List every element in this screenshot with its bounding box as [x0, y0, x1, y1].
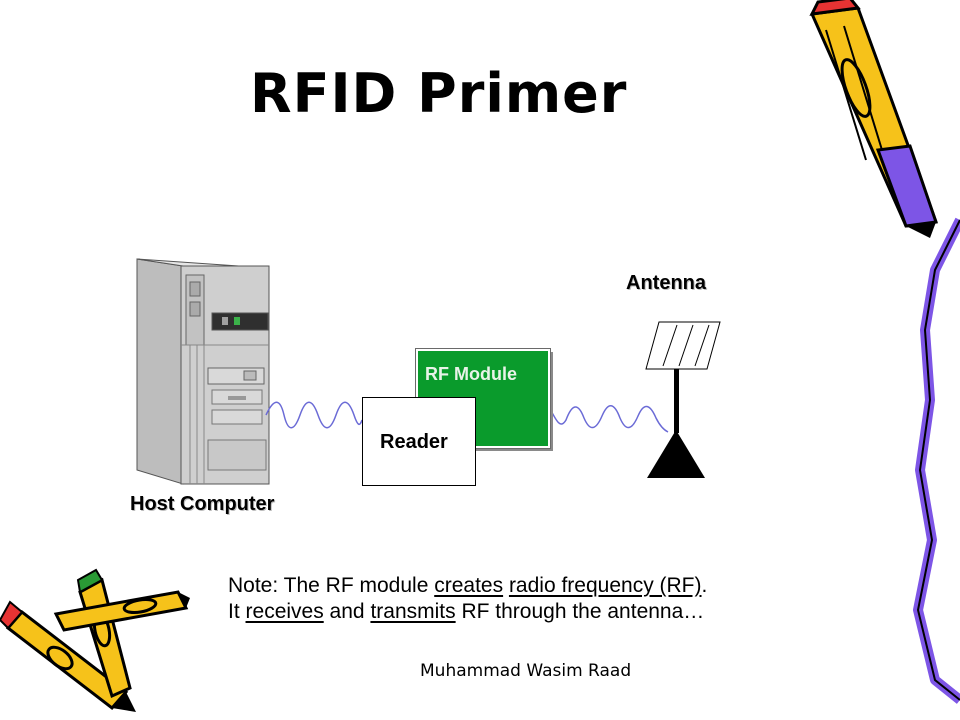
host-computer-label: Host Computer [130, 493, 275, 515]
note-term-radio-frequency: radio frequency (RF) [508, 574, 702, 597]
note-term-receives: receives [245, 600, 324, 623]
note-term-creates: creates [434, 574, 504, 597]
antenna-label: Antenna [626, 272, 706, 294]
reader-box [362, 397, 476, 486]
rf-module-label: RF Module [425, 364, 517, 384]
note-line-2: It receives and transmits RF through the… [228, 599, 707, 625]
note-line1-prefix: Note: The RF module [228, 574, 435, 597]
antenna-icon [645, 321, 721, 478]
note-line2-prefix: It [228, 600, 246, 623]
note-line-1: Note: The RF module creates radio freque… [228, 573, 707, 599]
note-line2-suffix: RF through the antenna… [455, 600, 705, 623]
footer-author: Muhammad Wasim Raad [420, 661, 632, 681]
reader-label: Reader [380, 431, 448, 453]
note-text: Note: The RF module creates radio freque… [228, 573, 707, 625]
host-computer-icon [136, 258, 270, 485]
pencil-icon [809, 0, 939, 238]
signal-wave-right [547, 404, 669, 433]
signal-wave-left [265, 401, 363, 429]
pencil-edge-icon [913, 217, 960, 704]
slide-title: RFID Primer [250, 62, 628, 125]
crossed-pencils-icon [0, 568, 190, 712]
note-line2-mid: and [323, 600, 371, 623]
note-term-transmits: transmits [370, 600, 456, 623]
note-line1-suffix: . [701, 574, 708, 597]
